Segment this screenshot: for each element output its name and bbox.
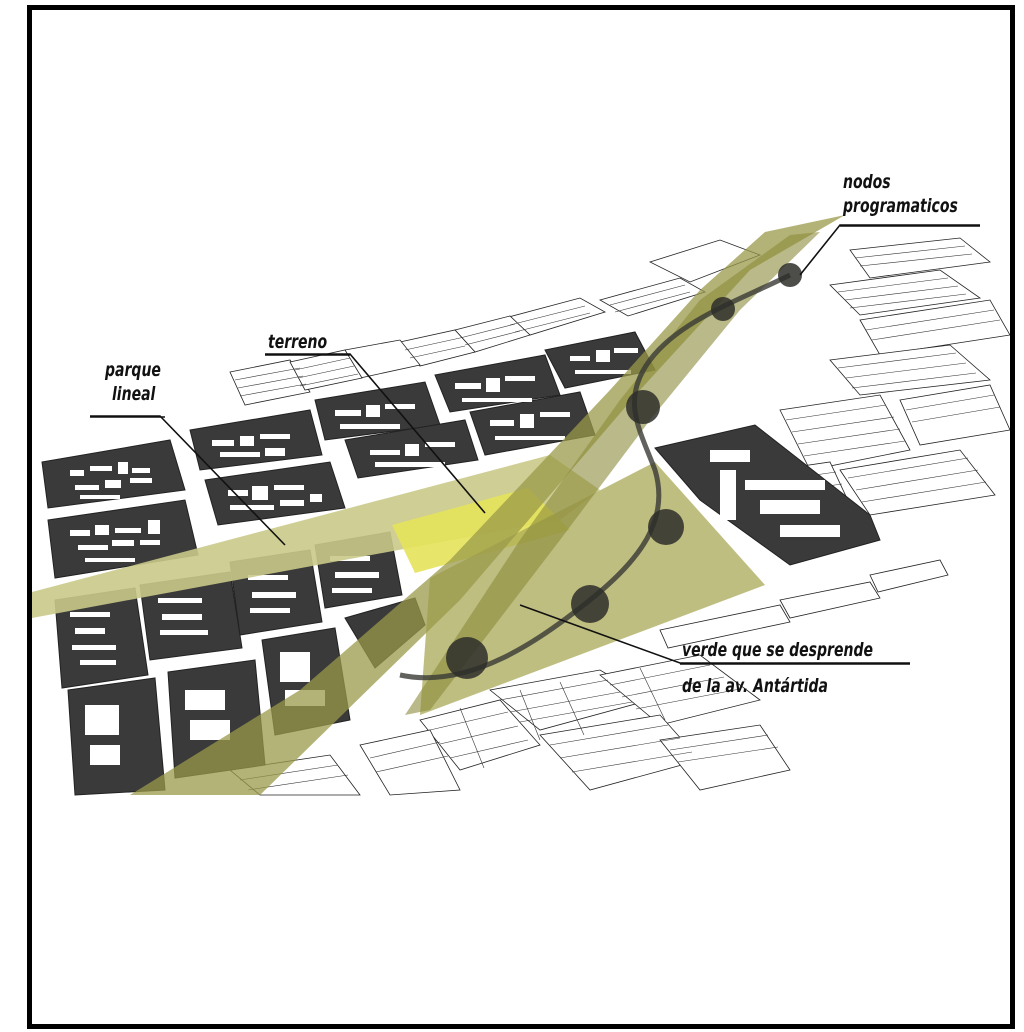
label-verde-line2: de la av. Antártida [682, 674, 828, 698]
label-terreno: terreno [268, 330, 327, 354]
node-circle [648, 509, 684, 545]
label-nodos-line2: programaticos [843, 194, 958, 218]
node-circle [626, 390, 660, 424]
node-circle [571, 585, 609, 623]
node-circle [446, 637, 488, 679]
label-verde-line1: verde que se desprende [682, 638, 873, 662]
node-circle [778, 263, 802, 287]
node-circle [711, 297, 735, 321]
label-parque-line2: lineal [112, 382, 155, 406]
label-parque-line1: parque [105, 358, 161, 382]
label-nodos-line1: nodos [843, 170, 891, 194]
